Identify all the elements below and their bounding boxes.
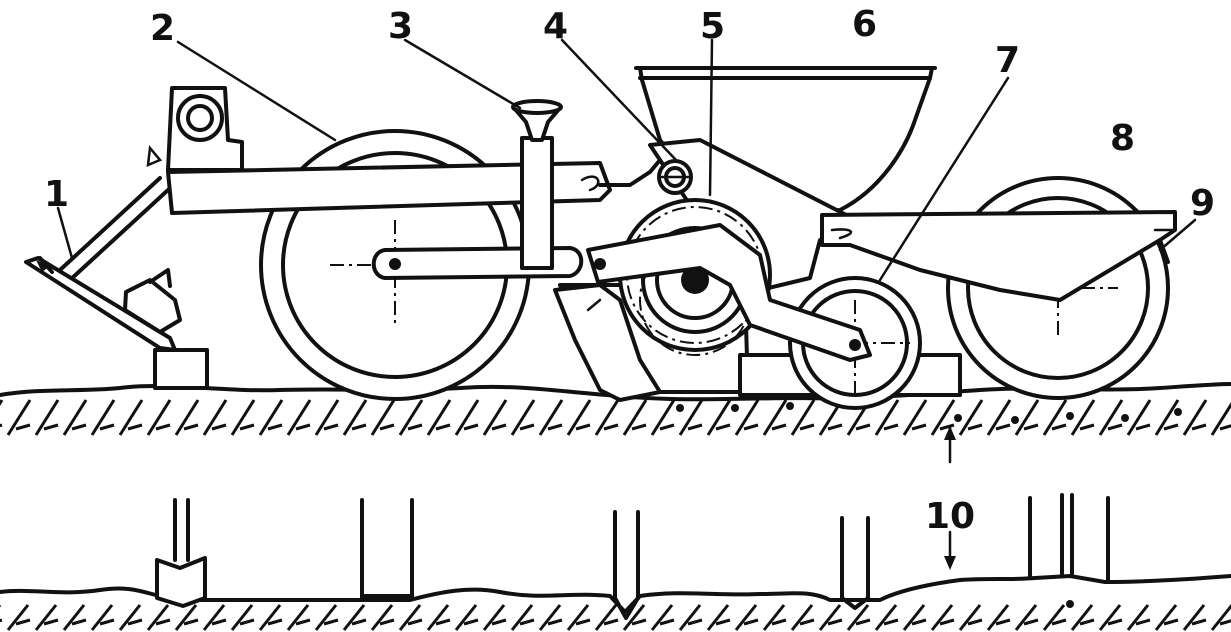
furrow-opener — [553, 283, 662, 402]
drive-sprocket — [657, 159, 693, 195]
depth-dimension — [944, 426, 956, 570]
label-1: 1 — [44, 174, 69, 215]
upper-seeds — [676, 402, 1182, 424]
label-8: 8 — [1110, 118, 1135, 159]
label-3: 3 — [388, 6, 413, 47]
label-4: 4 — [543, 6, 568, 47]
label-2: 2 — [150, 8, 175, 49]
coulter-arm — [586, 223, 872, 362]
lower-tool-1 — [155, 498, 207, 608]
label-9: 9 — [1190, 183, 1215, 224]
lower-tool-3 — [613, 510, 640, 620]
lower-tool-4 — [840, 516, 870, 610]
leader-lines — [56, 38, 1197, 282]
beam-joint — [580, 158, 662, 192]
post — [511, 99, 563, 270]
label-6: 6 — [852, 4, 877, 45]
lower-tool-2 — [360, 498, 414, 600]
lower-tool-5 — [1028, 493, 1110, 608]
label-7: 7 — [995, 40, 1020, 81]
hitch — [24, 86, 244, 390]
part-labels: 1 2 3 4 5 6 7 8 9 10 — [44, 4, 1215, 537]
lower-soil — [0, 574, 1231, 631]
label-5: 5 — [700, 6, 725, 47]
label-10: 10 — [925, 496, 975, 537]
